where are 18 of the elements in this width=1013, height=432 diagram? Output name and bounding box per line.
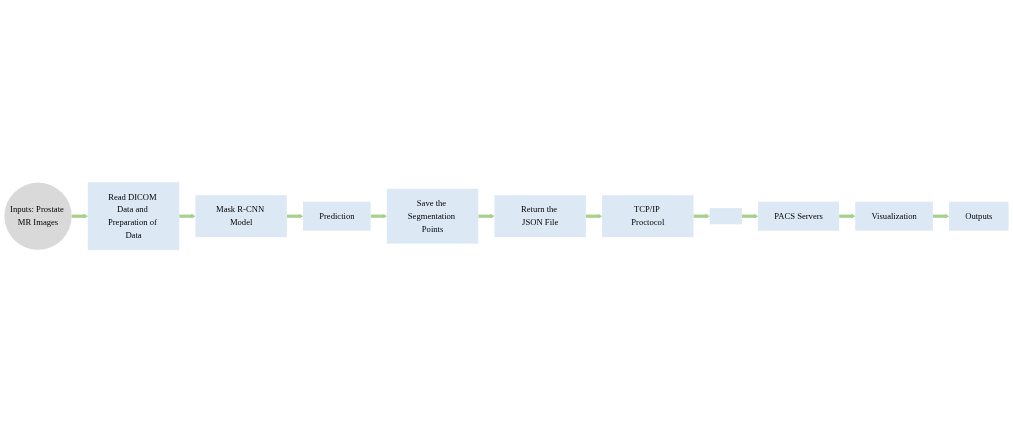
node-box: Prediction: [303, 201, 371, 231]
arrow: [370, 213, 388, 219]
node-box: Mask R-CNN Model: [195, 195, 287, 237]
arrow: [71, 213, 88, 219]
node-box: Save the Segmentation Points: [386, 188, 479, 244]
node-box: Visualization: [855, 201, 933, 231]
node-box: PACS Servers: [758, 201, 840, 231]
node-box: Return the JSON File: [494, 195, 586, 237]
node-box: [709, 207, 742, 225]
node-box: TCP/IP Proctocol: [602, 195, 694, 237]
node-circle: Inputs: Prostate MR Images: [4, 182, 72, 250]
node-box: Outputs: [949, 201, 1009, 231]
arrow: [741, 213, 759, 219]
node-box: Read DICOM Data and Preparation of Data: [87, 182, 180, 250]
arrow: [286, 213, 304, 219]
arrow: [693, 213, 710, 219]
arrow: [838, 213, 856, 219]
arrow: [585, 213, 603, 219]
